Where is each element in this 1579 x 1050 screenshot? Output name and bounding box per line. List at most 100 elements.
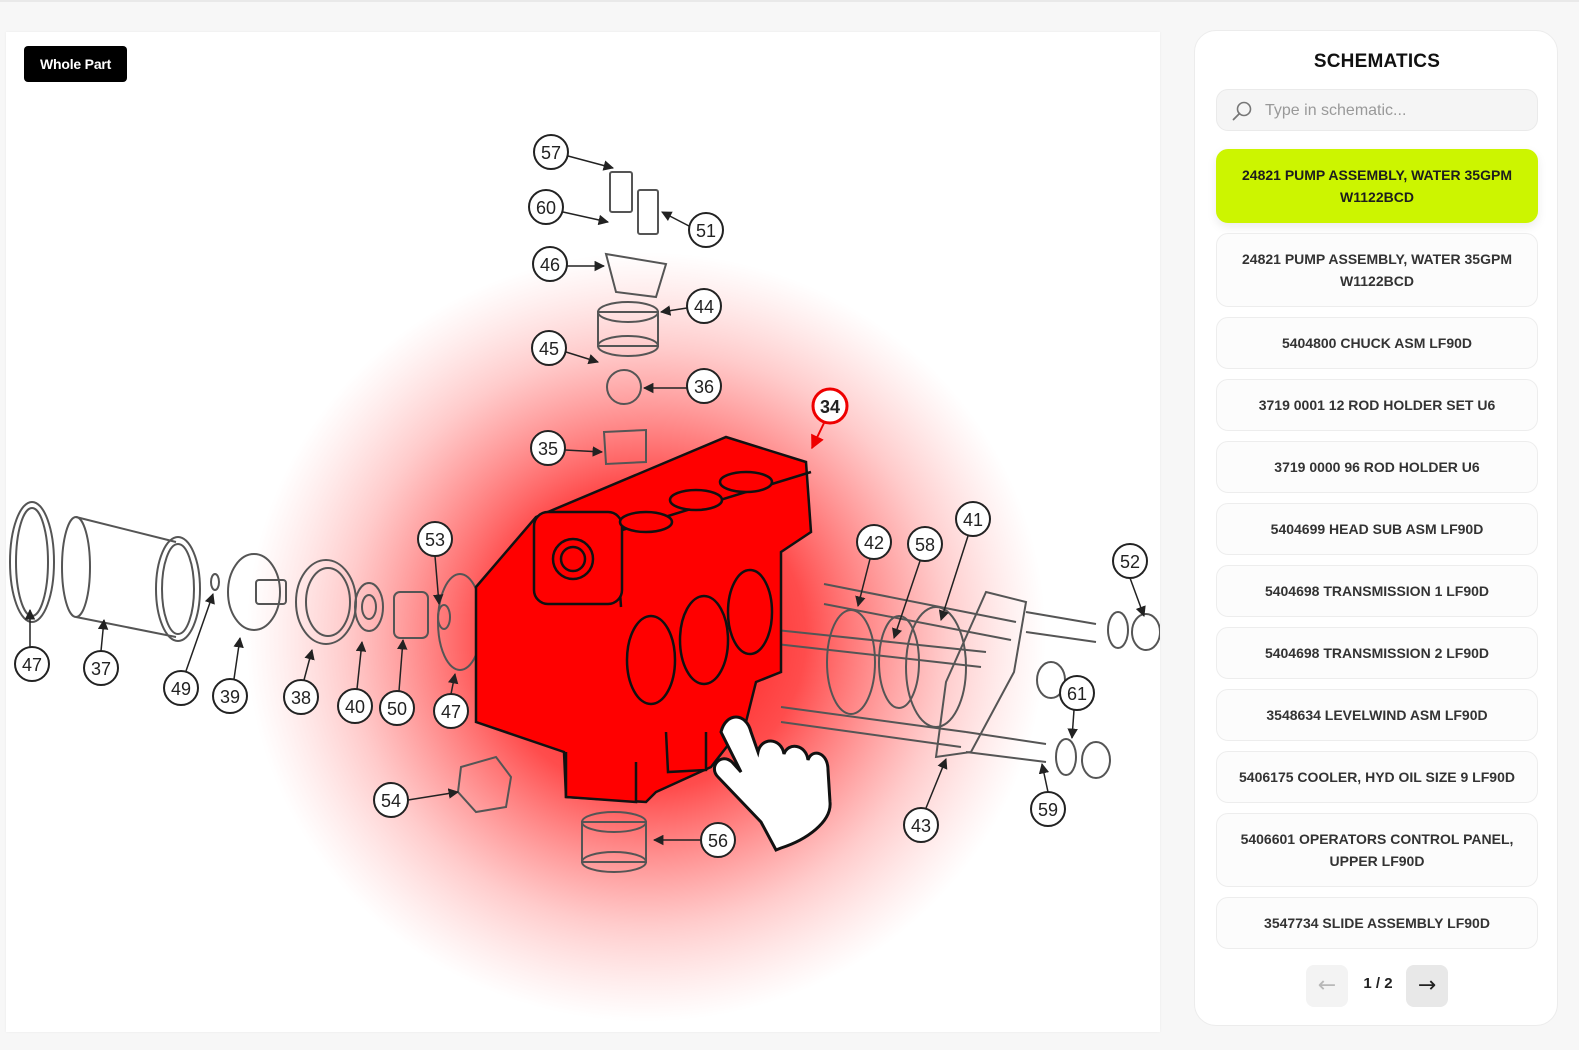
arrow-right-icon: → <box>1417 973 1437 998</box>
svg-text:45: 45 <box>539 339 559 359</box>
callout-39: 39 <box>212 678 248 714</box>
schematic-item-label: 5404699 HEAD SUB ASM LF90D <box>1270 521 1484 537</box>
schematic-item-label: 5404698 TRANSMISSION 1 LF90D <box>1264 583 1490 599</box>
callout-34-selected: 34 <box>811 387 849 425</box>
schematic-item-label: 5406601 OPERATORS CONTROL PANEL, UPPER L… <box>1240 831 1514 869</box>
svg-text:46: 46 <box>540 255 560 275</box>
callout-41: 41 <box>955 501 991 537</box>
schematic-item[interactable]: 3719 0000 96 ROD HOLDER U6 <box>1216 441 1538 493</box>
schematics-title: SCHEMATICS <box>1313 51 1441 72</box>
svg-text:53: 53 <box>425 530 445 550</box>
svg-text:52: 52 <box>1120 552 1140 572</box>
prev-page-button[interactable]: ← <box>1306 965 1348 1007</box>
svg-text:42: 42 <box>864 533 884 553</box>
pointer-hand-icon <box>712 715 832 852</box>
callout-53: 53 <box>417 521 453 557</box>
schematic-item-label: 5406175 COOLER, HYD OIL SIZE 9 LF90D <box>1239 769 1515 785</box>
svg-text:36: 36 <box>694 377 714 397</box>
callout-40: 40 <box>337 688 373 724</box>
svg-text:43: 43 <box>911 816 931 836</box>
next-page-button[interactable]: → <box>1406 965 1448 1007</box>
svg-text:39: 39 <box>220 687 240 707</box>
callout-58: 58 <box>907 526 943 562</box>
svg-text:41: 41 <box>963 510 983 530</box>
svg-text:50: 50 <box>387 699 407 719</box>
callout-59: 59 <box>1030 791 1066 827</box>
schematic-item[interactable]: 24821 PUMP ASSEMBLY, WATER 35GPM W1122BC… <box>1216 233 1538 307</box>
schematics-panel: SCHEMATICS 24821 PUMP ASSEMBLY, WATER 35… <box>1194 30 1558 1026</box>
pagination: ← 1 / 2 → <box>1195 963 1559 1007</box>
callout-46: 46 <box>532 246 568 282</box>
callout-51: 51 <box>688 212 724 248</box>
callout-44: 44 <box>686 288 722 324</box>
svg-text:44: 44 <box>694 297 714 317</box>
callout-35: 35 <box>530 430 566 466</box>
exploded-parts-diagram[interactable]: 57 60 51 46 44 45 36 35 34 53 42 58 41 5… <box>6 32 1160 1032</box>
callout-43: 43 <box>903 807 939 843</box>
callout-36: 36 <box>686 368 722 404</box>
schematic-search-input[interactable] <box>1263 90 1537 132</box>
callout-50: 50 <box>379 690 415 726</box>
schematic-list: 24821 PUMP ASSEMBLY, WATER 35GPM W1122BC… <box>1216 149 1538 959</box>
schematic-item[interactable]: 5406601 OPERATORS CONTROL PANEL, UPPER L… <box>1216 813 1538 887</box>
schematic-search-box[interactable] <box>1216 89 1538 132</box>
bottom-parts <box>456 755 647 873</box>
svg-text:54: 54 <box>381 791 401 811</box>
svg-text:38: 38 <box>291 688 311 708</box>
schematic-diagram-panel[interactable]: 57 60 51 46 44 45 36 35 34 53 42 58 41 5… <box>6 32 1160 1032</box>
svg-text:58: 58 <box>915 535 935 555</box>
svg-text:37: 37 <box>91 659 111 679</box>
top-divider <box>0 0 1579 2</box>
schematic-item[interactable]: 3547734 SLIDE ASSEMBLY LF90D <box>1216 897 1538 949</box>
svg-text:34: 34 <box>820 397 840 417</box>
callout-45: 45 <box>531 330 567 366</box>
highlighted-manifold-34[interactable] <box>474 435 813 804</box>
schematic-item-label: 3719 0000 96 ROD HOLDER U6 <box>1274 459 1480 475</box>
svg-text:56: 56 <box>708 831 728 851</box>
schematic-item-label: 3719 0001 12 ROD HOLDER SET U6 <box>1258 397 1496 413</box>
schematic-item[interactable]: 3719 0001 12 ROD HOLDER SET U6 <box>1216 379 1538 431</box>
schematic-item-label: 3548634 LEVELWIND ASM LF90D <box>1266 707 1488 723</box>
svg-text:35: 35 <box>538 439 558 459</box>
whole-part-button[interactable]: Whole Part <box>24 46 128 82</box>
top-parts <box>597 171 668 466</box>
svg-text:47: 47 <box>22 655 42 675</box>
schematic-item-active[interactable]: 24821 PUMP ASSEMBLY, WATER 35GPM W1122BC… <box>1216 149 1538 223</box>
callout-57: 57 <box>533 134 569 170</box>
callout-37: 37 <box>83 650 119 686</box>
callout-52: 52 <box>1112 543 1148 579</box>
svg-text:60: 60 <box>536 198 556 218</box>
callout-leader-lines <box>24 155 1146 846</box>
schematic-item-label: 3547734 SLIDE ASSEMBLY LF90D <box>1264 915 1490 931</box>
schematic-item[interactable]: 5404698 TRANSMISSION 1 LF90D <box>1216 565 1538 617</box>
right-parts <box>775 583 1160 779</box>
schematic-item[interactable]: 5404699 HEAD SUB ASM LF90D <box>1216 503 1538 555</box>
svg-text:57: 57 <box>541 143 561 163</box>
callout-47-center: 47 <box>433 693 469 729</box>
schematic-item[interactable]: 5404800 CHUCK ASM LF90D <box>1216 317 1538 369</box>
schematic-item-label: 24821 PUMP ASSEMBLY, WATER 35GPM W1122BC… <box>1242 167 1512 205</box>
callout-labels: 57 60 51 46 44 45 36 35 34 53 42 58 41 5… <box>14 134 1148 858</box>
schematic-item-label: 24821 PUMP ASSEMBLY, WATER 35GPM W1122BC… <box>1242 251 1512 289</box>
svg-text:51: 51 <box>696 221 716 241</box>
schematic-item[interactable]: 5406175 COOLER, HYD OIL SIZE 9 LF90D <box>1216 751 1538 803</box>
svg-text:49: 49 <box>171 679 191 699</box>
callout-49: 49 <box>163 670 199 706</box>
svg-text:61: 61 <box>1067 684 1087 704</box>
schematic-item-label: 5404800 CHUCK ASM LF90D <box>1281 335 1473 351</box>
schematic-item-label: 5404698 TRANSMISSION 2 LF90D <box>1264 645 1490 661</box>
callout-61: 61 <box>1059 675 1095 711</box>
schematic-item[interactable]: 5404698 TRANSMISSION 2 LF90D <box>1216 627 1538 679</box>
schematic-item[interactable]: 3548634 LEVELWIND ASM LF90D <box>1216 689 1538 741</box>
svg-text:47: 47 <box>441 702 461 722</box>
callout-38: 38 <box>283 679 319 715</box>
search-icon <box>1232 101 1252 121</box>
arrow-left-icon: ← <box>1317 973 1337 998</box>
svg-text:59: 59 <box>1038 800 1058 820</box>
callout-34-leader <box>811 422 825 450</box>
callout-42: 42 <box>856 524 892 560</box>
page-indicator: 1 / 2 <box>1363 975 1393 992</box>
svg-text:40: 40 <box>345 697 365 717</box>
callout-47-left: 47 <box>14 646 50 682</box>
callout-60: 60 <box>528 189 564 225</box>
